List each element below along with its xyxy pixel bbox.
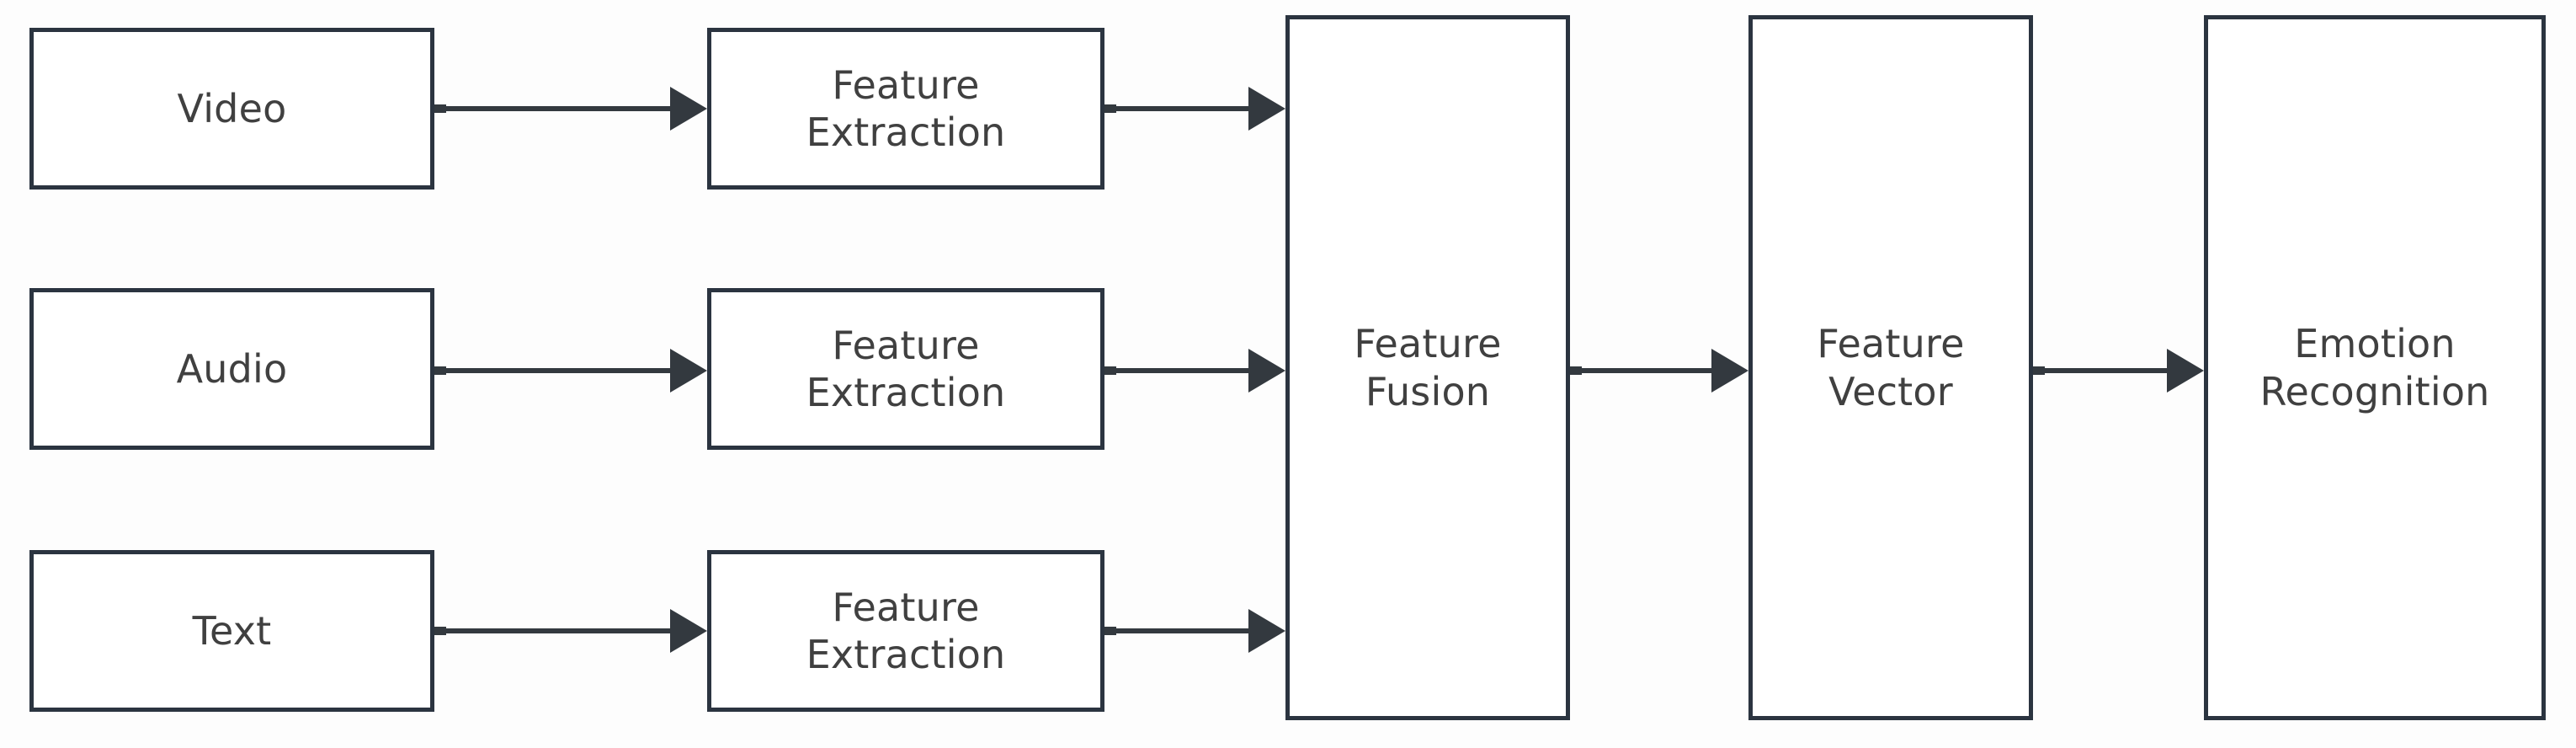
node-audio[interactable]: Audio — [29, 288, 434, 450]
edge-tail-nub — [1104, 627, 1116, 635]
node-fusion[interactable]: Feature Fusion — [1285, 15, 1570, 720]
edge-tail-nub — [434, 366, 446, 375]
node-fe-text[interactable]: Feature Extraction — [707, 550, 1104, 712]
node-recognition[interactable]: Emotion Recognition — [2204, 15, 2546, 720]
node-label-recognition: Emotion Recognition — [2259, 321, 2490, 414]
node-fe-audio[interactable]: Feature Extraction — [707, 288, 1104, 450]
node-label-vector: Feature Vector — [1817, 321, 1965, 414]
edge-shaft — [434, 106, 673, 111]
node-label-fe-text: Feature Extraction — [806, 584, 1006, 677]
edge-shaft — [2033, 368, 2170, 373]
node-label-text: Text — [192, 607, 272, 654]
node-label-fe-video: Feature Extraction — [806, 61, 1006, 155]
edge-tail-nub — [1570, 366, 1582, 375]
edge-tail-nub — [434, 627, 446, 635]
node-text[interactable]: Text — [29, 550, 434, 712]
edge-shaft — [1104, 368, 1252, 373]
arrowhead-icon — [670, 349, 707, 393]
node-label-audio: Audio — [176, 345, 288, 392]
node-fe-video[interactable]: Feature Extraction — [707, 28, 1104, 190]
arrowhead-icon — [1248, 87, 1285, 131]
edge-shaft — [1104, 106, 1252, 111]
edge-shaft — [434, 628, 673, 633]
edge-tail-nub — [1104, 104, 1116, 113]
arrowhead-icon — [1248, 609, 1285, 653]
arrowhead-icon — [1711, 349, 1748, 393]
arrowhead-icon — [670, 609, 707, 653]
node-label-fusion: Feature Fusion — [1354, 321, 1502, 414]
edge-shaft — [1104, 628, 1252, 633]
node-video[interactable]: Video — [29, 28, 434, 190]
edge-tail-nub — [1104, 366, 1116, 375]
edge-shaft — [434, 368, 673, 373]
edge-tail-nub — [2033, 366, 2045, 375]
edge-shaft — [1570, 368, 1715, 373]
arrowhead-icon — [1248, 349, 1285, 393]
node-label-video: Video — [177, 85, 287, 131]
node-label-fe-audio: Feature Extraction — [806, 322, 1006, 415]
node-vector[interactable]: Feature Vector — [1748, 15, 2033, 720]
edge-tail-nub — [434, 104, 446, 113]
arrowhead-icon — [670, 87, 707, 131]
arrowhead-icon — [2167, 349, 2204, 393]
